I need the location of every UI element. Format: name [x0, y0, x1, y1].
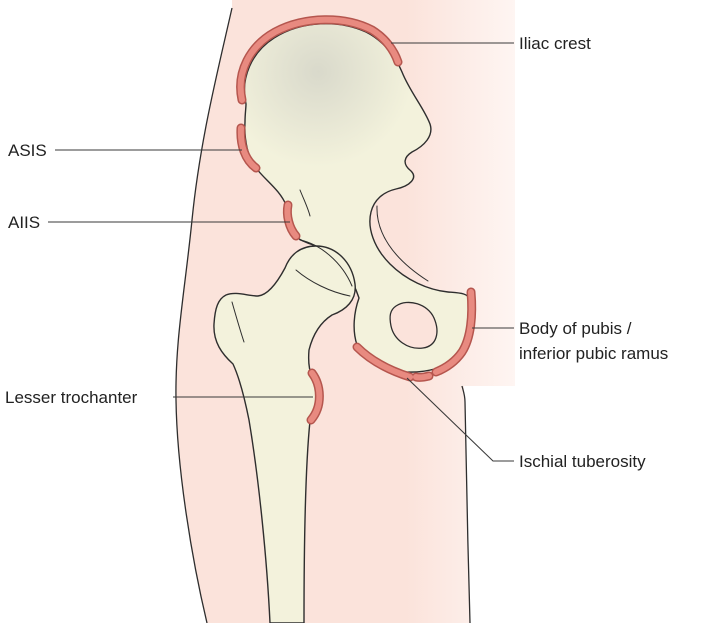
label-ischial-tuberosity: Ischial tuberosity [519, 452, 646, 471]
label-lesser-trochanter: Lesser trochanter [5, 388, 138, 407]
label-asis: ASIS [8, 141, 47, 160]
label-iliac-crest: Iliac crest [519, 34, 591, 53]
label-aiis: AIIS [8, 213, 40, 232]
label-body-of-pubis-line2: inferior pubic ramus [519, 344, 668, 363]
label-body-of-pubis-line1: Body of pubis / [519, 319, 632, 338]
